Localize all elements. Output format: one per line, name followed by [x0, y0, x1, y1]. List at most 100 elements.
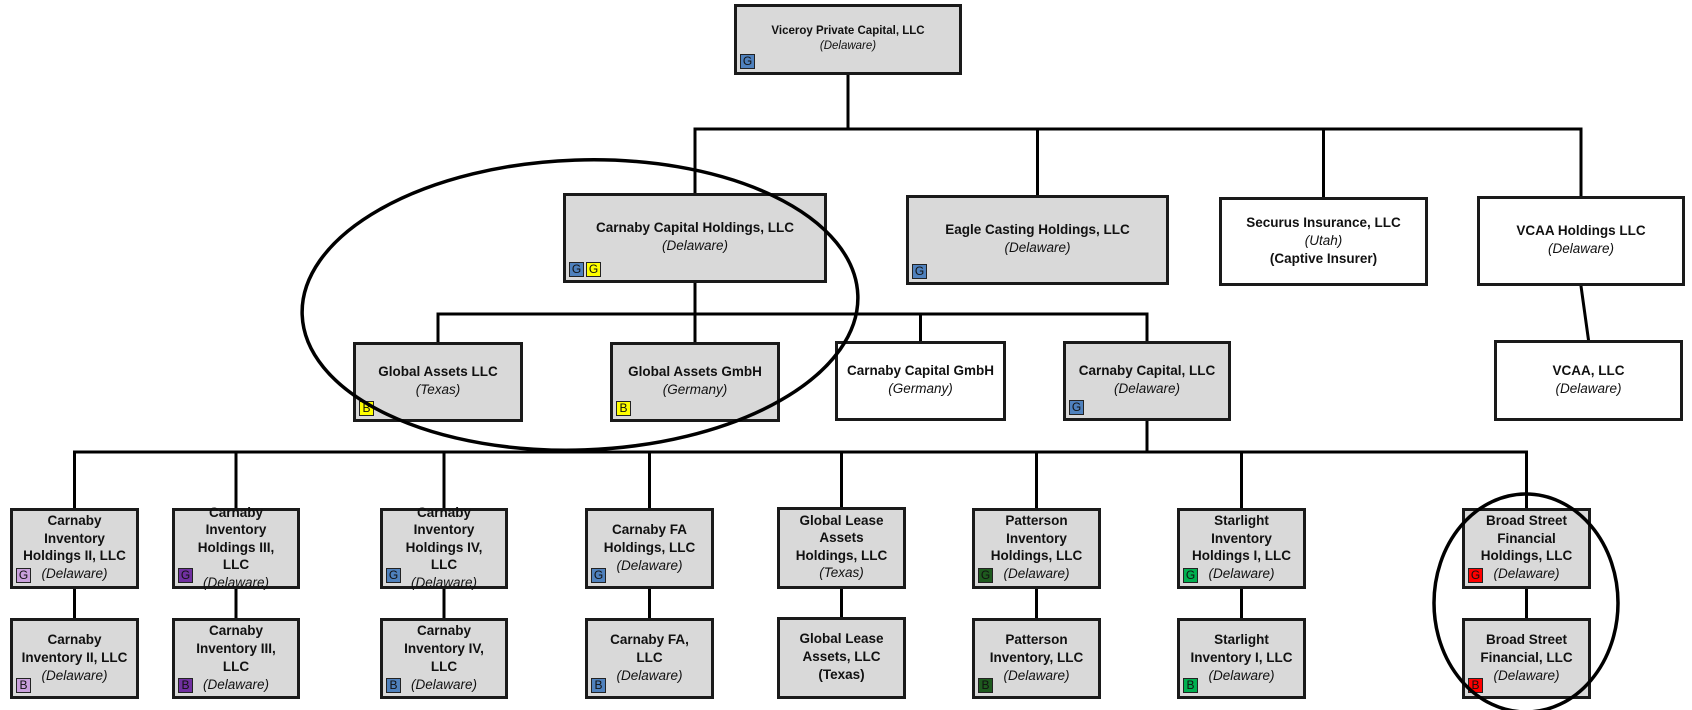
badge-g: G: [912, 264, 927, 279]
entity-box-ci-iii: Carnaby Inventory III, LLC (Delaware) B: [172, 618, 300, 699]
entity-name: Global Lease Assets Holdings, LLC: [795, 512, 888, 563]
entity-name: Carnaby Capital Holdings, LLC: [595, 220, 795, 235]
entity-jurisdiction: (Delaware): [616, 557, 683, 573]
badge-b: B: [359, 401, 374, 416]
entity-name: Broad Street Financial, LLC: [1480, 631, 1573, 665]
badge-group: G: [740, 54, 755, 69]
entity-name: Global Assets LLC: [378, 364, 498, 379]
entity-jurisdiction: (Delaware): [1004, 240, 1071, 255]
entity-jurisdiction: (Delaware): [1208, 667, 1275, 683]
badge-group: G: [591, 568, 606, 583]
badge-group: B: [1468, 678, 1483, 693]
entity-name: Starlight Inventory I, LLC: [1190, 631, 1293, 665]
entity-jurisdiction: (Germany): [662, 382, 728, 397]
badge-group: B: [178, 678, 193, 693]
connector-vcaa-holdings: [1579, 284, 1591, 342]
entity-box-ci-iv: Carnaby Inventory IV, LLC (Delaware) B: [380, 618, 508, 699]
entity-box-bsf: Broad Street Financial, LLC (Delaware) B: [1462, 618, 1591, 699]
entity-note: (Captive Insurer): [1269, 250, 1378, 266]
entity-name: Carnaby Capital, LLC: [1078, 363, 1216, 378]
entity-jurisdiction: (Delaware): [661, 238, 729, 253]
entity-box-global-assets-gmbh: Global Assets GmbH(Germany)B: [610, 342, 780, 422]
badge-g: G: [1069, 400, 1084, 415]
badge-group: B: [1183, 678, 1198, 693]
entity-jurisdiction: (Delaware): [1547, 241, 1615, 256]
entity-jurisdiction: (Delaware): [616, 667, 683, 683]
entity-name: Carnaby Inventory III, LLC: [196, 622, 276, 674]
badge-group: B: [359, 401, 374, 416]
entity-box-carnaby-fa: Carnaby FA, LLC(Delaware)B: [585, 618, 714, 699]
badge-group: B: [16, 678, 31, 693]
entity-name: VCAA, LLC: [1552, 362, 1625, 378]
entity-name: Carnaby Inventory Holdings IV, LLC: [405, 504, 483, 573]
entity-box-sih: Starlight Inventory Holdings I, LLC(Dela…: [1177, 508, 1306, 589]
entity-name: Carnaby Inventory Holdings II, LLC: [23, 513, 126, 564]
entity-box-securus: Securus Insurance, LLC (Utah) (Captive Ins…: [1219, 197, 1428, 286]
entity-jurisdiction: (Delaware): [1493, 565, 1560, 581]
badge-group: G: [386, 568, 401, 583]
badge-group: B: [616, 401, 631, 416]
entity-jurisdiction: (Delaware): [1003, 565, 1070, 581]
entity-box-ci-ii: Carnaby Inventory II, LLC (Delaware) B: [10, 618, 139, 699]
badge-g: G: [16, 568, 31, 583]
badge-b: B: [1468, 678, 1483, 693]
entity-box-cih-iii: Carnaby Inventory Holdings III, LLC(Dela…: [172, 505, 300, 590]
entity-box-pih: Patterson Inventory Holdings, LLC(Delawa…: [972, 508, 1101, 589]
entity-jurisdiction: (Delaware): [202, 676, 270, 692]
entity-box-carnaby-capital-llc: Carnaby Capital, LLC (Delaware) G: [1063, 341, 1231, 421]
badge-g: G: [386, 568, 401, 583]
badge-b: B: [978, 678, 993, 693]
entity-name: Eagle Casting Holdings, LLC: [945, 222, 1130, 237]
entity-box-global-assets-llc: Global Assets LLC (Texas) B: [353, 342, 523, 422]
entity-name: Patterson Inventory Holdings, LLC: [990, 513, 1083, 564]
entity-box-carnaby-fa-holdings: Carnaby FA Holdings, LLC (Delaware) G: [585, 508, 714, 589]
entity-box-glah: Global Lease Assets Holdings, LLC (Texas): [777, 507, 906, 589]
entity-box-carnaby-capital-gmbh: Carnaby Capital GmbH(Germany): [835, 341, 1006, 421]
entity-box-bsfh: Broad Street Financial Holdings, LLC(Del…: [1462, 508, 1591, 589]
badge-group: G: [978, 568, 993, 583]
entity-jurisdiction: (Delaware): [1208, 565, 1275, 581]
entity-jurisdiction: (Delaware): [1003, 667, 1070, 683]
badge-g: G: [569, 262, 584, 277]
badge-group: G: [178, 568, 193, 583]
entity-box-vcaa-holdings: VCAA Holdings LLC (Delaware): [1477, 196, 1685, 286]
entity-box-gla: Global Lease Assets, LLC(Texas): [777, 617, 906, 699]
badge-g: G: [1468, 568, 1483, 583]
entity-jurisdiction: (Delaware): [1493, 667, 1560, 683]
entity-jurisdiction: (Utah): [1304, 232, 1343, 248]
entity-name: Carnaby Inventory IV, LLC: [404, 622, 484, 674]
badge-g: G: [978, 568, 993, 583]
entity-box-cih-ii: Carnaby Inventory Holdings II, LLC(Delaw…: [10, 508, 139, 589]
entity-jurisdiction: (Delaware): [41, 667, 108, 683]
entity-jurisdiction: (Delaware): [410, 676, 478, 692]
entity-jurisdiction: (Texas): [415, 382, 461, 397]
entity-name: Carnaby Inventory II, LLC: [21, 631, 128, 665]
badge-b: B: [1183, 678, 1198, 693]
entity-note: (Texas): [818, 667, 865, 682]
entity-box-vcaa-llc: VCAA, LLC (Delaware): [1494, 340, 1683, 421]
badge-group: G: [1069, 400, 1084, 415]
entity-box-eagle-casting: Eagle Casting Holdings, LLC (Delaware) G: [906, 195, 1169, 285]
entity-name: Patterson Inventory, LLC: [989, 631, 1084, 665]
entity-name: Carnaby FA Holdings, LLC: [603, 521, 696, 555]
entity-box-si: Starlight Inventory I, LLC (Delaware) B: [1177, 618, 1306, 699]
badge-g: G: [1183, 568, 1198, 583]
entity-box-pi: Patterson Inventory, LLC (Delaware) B: [972, 618, 1101, 699]
badge-b: B: [16, 678, 31, 693]
entity-jurisdiction: (Delaware): [41, 565, 108, 581]
badge-b: B: [178, 678, 193, 693]
badge-b: B: [591, 678, 606, 693]
entity-jurisdiction: (Texas): [819, 565, 864, 581]
entity-jurisdiction: (Delaware): [1113, 381, 1181, 396]
badge-g: G: [591, 568, 606, 583]
badge-group: G: [912, 264, 927, 279]
entity-jurisdiction: (Delaware): [1555, 380, 1622, 396]
entity-jurisdiction: (Delaware): [410, 574, 478, 590]
badge-b: B: [386, 678, 401, 693]
badge-group: G: [1183, 568, 1198, 583]
entity-name: Carnaby Capital GmbH: [846, 363, 995, 378]
entity-name: Securus Insurance, LLC: [1246, 214, 1401, 230]
entity-name: VCAA Holdings LLC: [1516, 223, 1646, 238]
